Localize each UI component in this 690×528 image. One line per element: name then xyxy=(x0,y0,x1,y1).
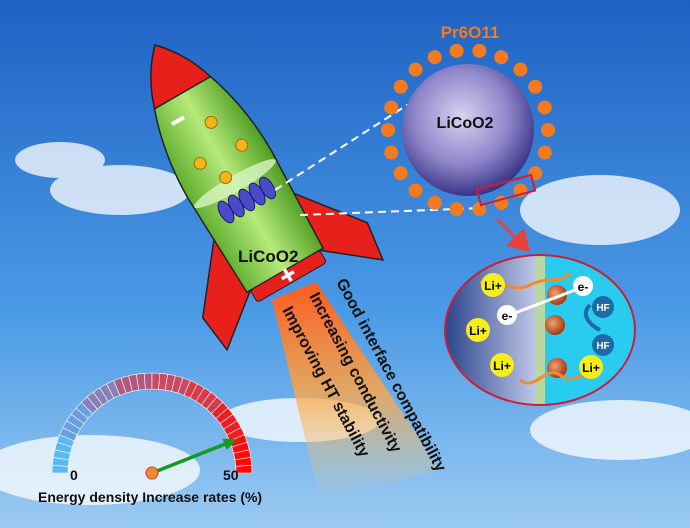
shell-dot xyxy=(528,79,543,94)
zoom-region-box xyxy=(475,173,537,207)
plus-sign xyxy=(280,268,295,282)
gauge-segment xyxy=(235,464,253,474)
energy-gauge: 0 50 Energy density Increase rates (%) xyxy=(38,372,262,505)
interface-layer xyxy=(536,255,545,405)
ion-labels: Li+ Li+ Li+ Li+ e- e- HF HF xyxy=(466,273,614,379)
gauge-min-label: 0 xyxy=(70,467,78,483)
li-ion-label: Li+ xyxy=(493,359,511,373)
shell-dot xyxy=(381,123,395,137)
shell-dot xyxy=(384,145,399,160)
gauge-title: Energy density Increase rates (%) xyxy=(38,489,262,505)
shell-dot xyxy=(472,43,487,58)
shell-dot xyxy=(472,202,487,217)
gauge-segment xyxy=(143,372,153,390)
shell-dot xyxy=(393,166,408,181)
shell-dot xyxy=(408,183,423,198)
shell-dot xyxy=(449,43,464,58)
shell-dot xyxy=(393,79,408,94)
zoom-line-bottom xyxy=(299,207,483,216)
shell-dot xyxy=(528,166,543,181)
hf-label: HF xyxy=(596,303,609,314)
shell-dot xyxy=(427,50,442,65)
licoo2-core xyxy=(402,64,534,196)
electron-label: e- xyxy=(502,309,513,323)
rocket xyxy=(150,44,385,352)
lithium-particles xyxy=(193,115,249,184)
core-shell-particle: LiCoO2 xyxy=(381,43,555,217)
shell-dot xyxy=(537,100,552,115)
rocket-exhaust xyxy=(272,282,440,500)
li-ion-label: Li+ xyxy=(582,361,600,375)
shell-dot xyxy=(449,202,464,217)
shell-dot xyxy=(537,145,552,160)
shell-dot xyxy=(384,100,399,115)
hf-label: HF xyxy=(596,341,609,352)
layered-crystals xyxy=(217,176,276,224)
gauge-max-label: 50 xyxy=(223,467,239,483)
shell-dot xyxy=(541,123,555,137)
gauge-needle xyxy=(151,441,229,475)
rocket-nose xyxy=(150,44,212,110)
shell-dot xyxy=(494,50,509,65)
li-ion-label: Li+ xyxy=(469,324,487,338)
shell-dot xyxy=(408,62,423,77)
rocket-material-label: LiCoO2 xyxy=(238,247,298,266)
shell-material-label: Pr6O11 xyxy=(441,23,500,42)
minus-sign xyxy=(170,115,185,127)
zoom-line-top xyxy=(274,99,416,191)
gauge-pivot xyxy=(145,466,159,480)
shell-dot xyxy=(427,195,442,210)
core-material-label: LiCoO2 xyxy=(437,115,494,132)
zoom-arrow xyxy=(496,218,530,252)
electron-label: e- xyxy=(578,280,589,294)
li-ion-label: Li+ xyxy=(484,279,502,293)
rocket-window-divider xyxy=(194,159,276,209)
shell-dot xyxy=(513,62,528,77)
gauge-needle-arrowhead xyxy=(222,438,238,450)
